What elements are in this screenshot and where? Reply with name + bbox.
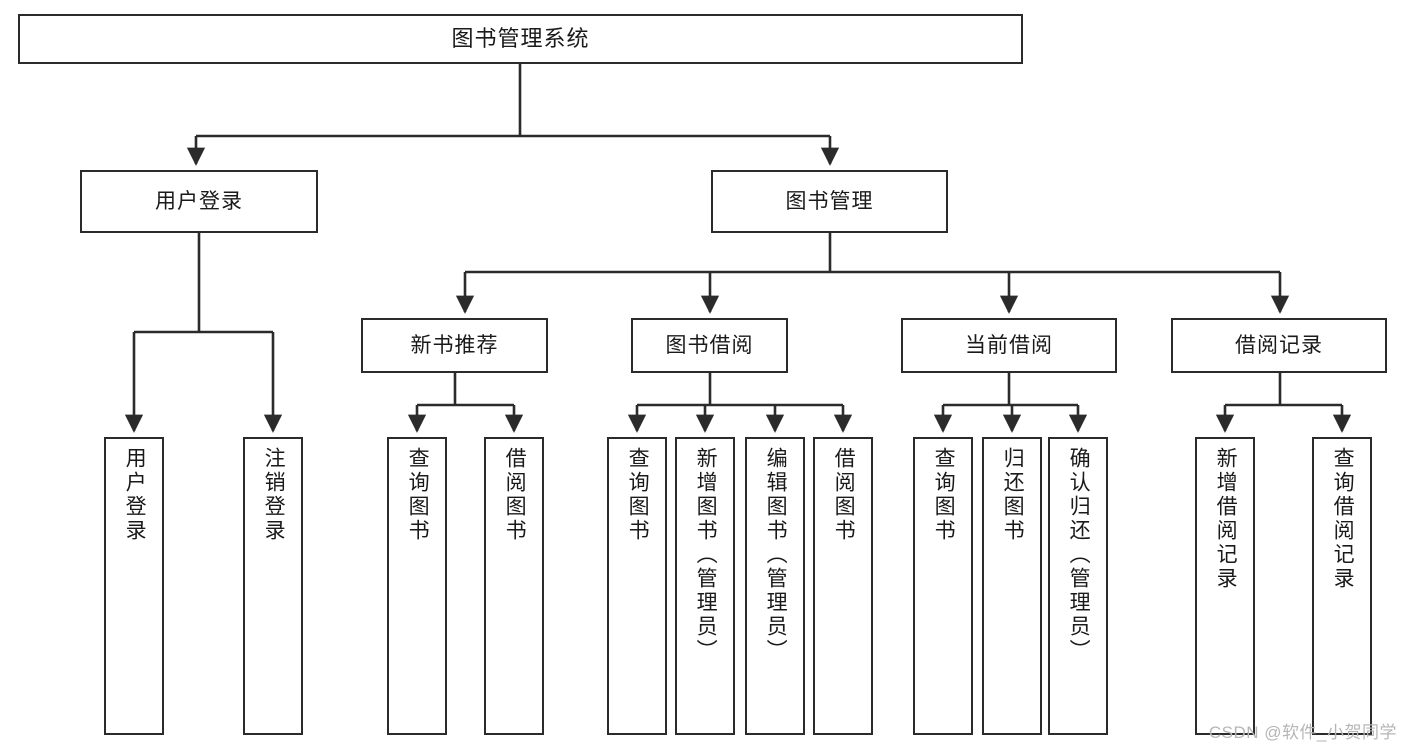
leaf-add-book-label: 新增图书（管理员） bbox=[694, 447, 718, 663]
node-book-borrow-label: 图书借阅 bbox=[665, 333, 754, 357]
node-user-login[interactable]: 用户登录 bbox=[80, 170, 318, 233]
node-root[interactable]: 图书管理系统 bbox=[18, 14, 1023, 64]
node-book-manage[interactable]: 图书管理 bbox=[711, 170, 948, 233]
leaf-return-book[interactable]: 归还图书 bbox=[982, 437, 1042, 735]
leaf-query-record[interactable]: 查询借阅记录 bbox=[1312, 437, 1372, 735]
leaf-edit-book-label: 编辑图书（管理员） bbox=[764, 447, 788, 663]
node-borrow-record[interactable]: 借阅记录 bbox=[1171, 318, 1387, 373]
leaf-user-logout[interactable]: 注销登录 bbox=[243, 437, 303, 735]
leaf-borrow-book-1-label: 借阅图书 bbox=[503, 447, 527, 543]
leaf-query-book-1-label: 查询图书 bbox=[406, 447, 430, 543]
leaf-confirm-return[interactable]: 确认归还（管理员） bbox=[1048, 437, 1108, 735]
node-borrow-record-label: 借阅记录 bbox=[1235, 333, 1323, 357]
leaf-add-record[interactable]: 新增借阅记录 bbox=[1195, 437, 1255, 735]
leaf-user-login[interactable]: 用户登录 bbox=[104, 437, 164, 735]
leaf-borrow-book-2[interactable]: 借阅图书 bbox=[813, 437, 873, 735]
leaf-user-login-label: 用户登录 bbox=[123, 447, 147, 543]
leaf-borrow-book-2-label: 借阅图书 bbox=[832, 447, 856, 543]
leaf-query-book-3[interactable]: 查询图书 bbox=[913, 437, 973, 735]
leaf-add-book[interactable]: 新增图书（管理员） bbox=[675, 437, 735, 735]
node-current-borrow[interactable]: 当前借阅 bbox=[901, 318, 1117, 373]
leaf-edit-book[interactable]: 编辑图书（管理员） bbox=[745, 437, 805, 735]
node-new-book-recommend[interactable]: 新书推荐 bbox=[361, 318, 548, 373]
leaf-query-book-3-label: 查询图书 bbox=[932, 447, 956, 543]
node-current-borrow-label: 当前借阅 bbox=[965, 333, 1053, 357]
leaf-query-record-label: 查询借阅记录 bbox=[1331, 447, 1355, 591]
leaf-confirm-return-label: 确认归还（管理员） bbox=[1067, 447, 1091, 663]
node-user-login-label: 用户登录 bbox=[155, 189, 243, 213]
node-book-borrow[interactable]: 图书借阅 bbox=[631, 318, 788, 373]
node-root-label: 图书管理系统 bbox=[451, 25, 590, 51]
node-book-manage-label: 图书管理 bbox=[785, 189, 874, 213]
leaf-add-record-label: 新增借阅记录 bbox=[1214, 447, 1238, 591]
leaf-query-book-1[interactable]: 查询图书 bbox=[387, 437, 447, 735]
leaf-query-book-2-label: 查询图书 bbox=[626, 447, 650, 543]
leaf-return-book-label: 归还图书 bbox=[1001, 447, 1025, 543]
leaf-user-logout-label: 注销登录 bbox=[262, 447, 286, 543]
leaf-borrow-book-1[interactable]: 借阅图书 bbox=[484, 437, 544, 735]
leaf-query-book-2[interactable]: 查询图书 bbox=[607, 437, 667, 735]
csdn-watermark: CSDN @软件_小贺同学 bbox=[1208, 723, 1397, 742]
node-new-book-recommend-label: 新书推荐 bbox=[410, 333, 499, 357]
